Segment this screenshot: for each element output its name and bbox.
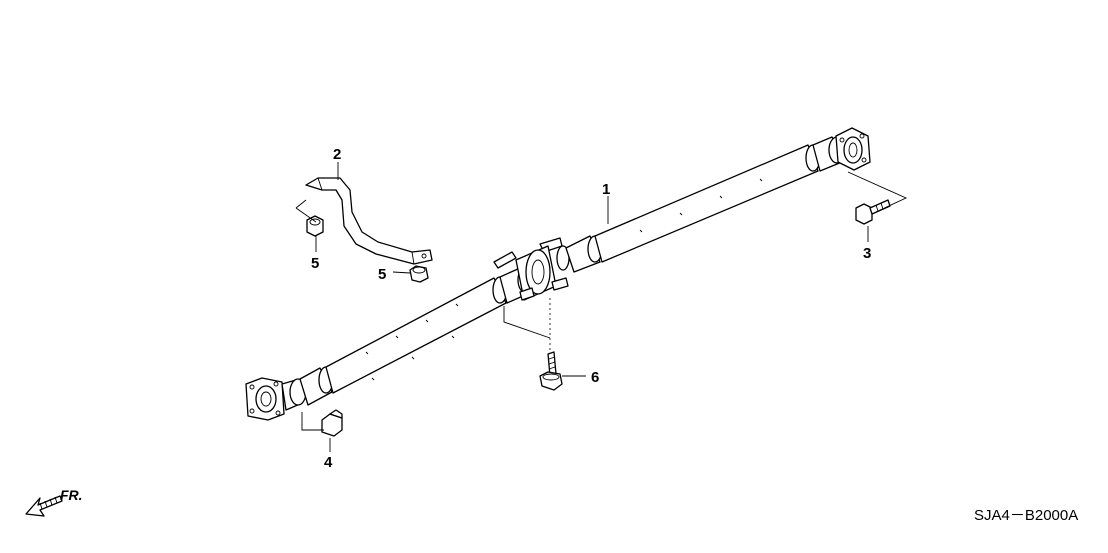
front-direction-indicator: FR. [25,487,83,517]
leader-lines [295,162,908,452]
self-locking-nut [321,409,343,437]
front-arrow-icon [25,495,63,517]
callout-3: 3 [863,245,871,262]
center-bearing [493,237,570,301]
front-label: FR. [60,487,83,503]
callout-5-left: 5 [311,255,319,272]
flange-bolt [855,199,891,225]
front-flange-yoke [835,127,871,171]
callout-1: 1 [602,181,610,198]
callout-2: 2 [333,146,341,163]
diagram-code: SJA4－B2000A [974,507,1078,524]
callout-5-center: 5 [378,266,386,283]
center-bearing-bolt [539,351,563,391]
front-tube [565,136,846,273]
heat-shield-bracket [305,177,433,265]
callout-6: 6 [591,369,599,386]
propeller-shaft [245,127,871,421]
flange-nut-left [306,215,324,237]
rear-tube [299,266,535,406]
callout-4: 4 [324,454,333,471]
flange-nut-center [409,265,429,283]
rear-flange-yoke [245,377,307,421]
